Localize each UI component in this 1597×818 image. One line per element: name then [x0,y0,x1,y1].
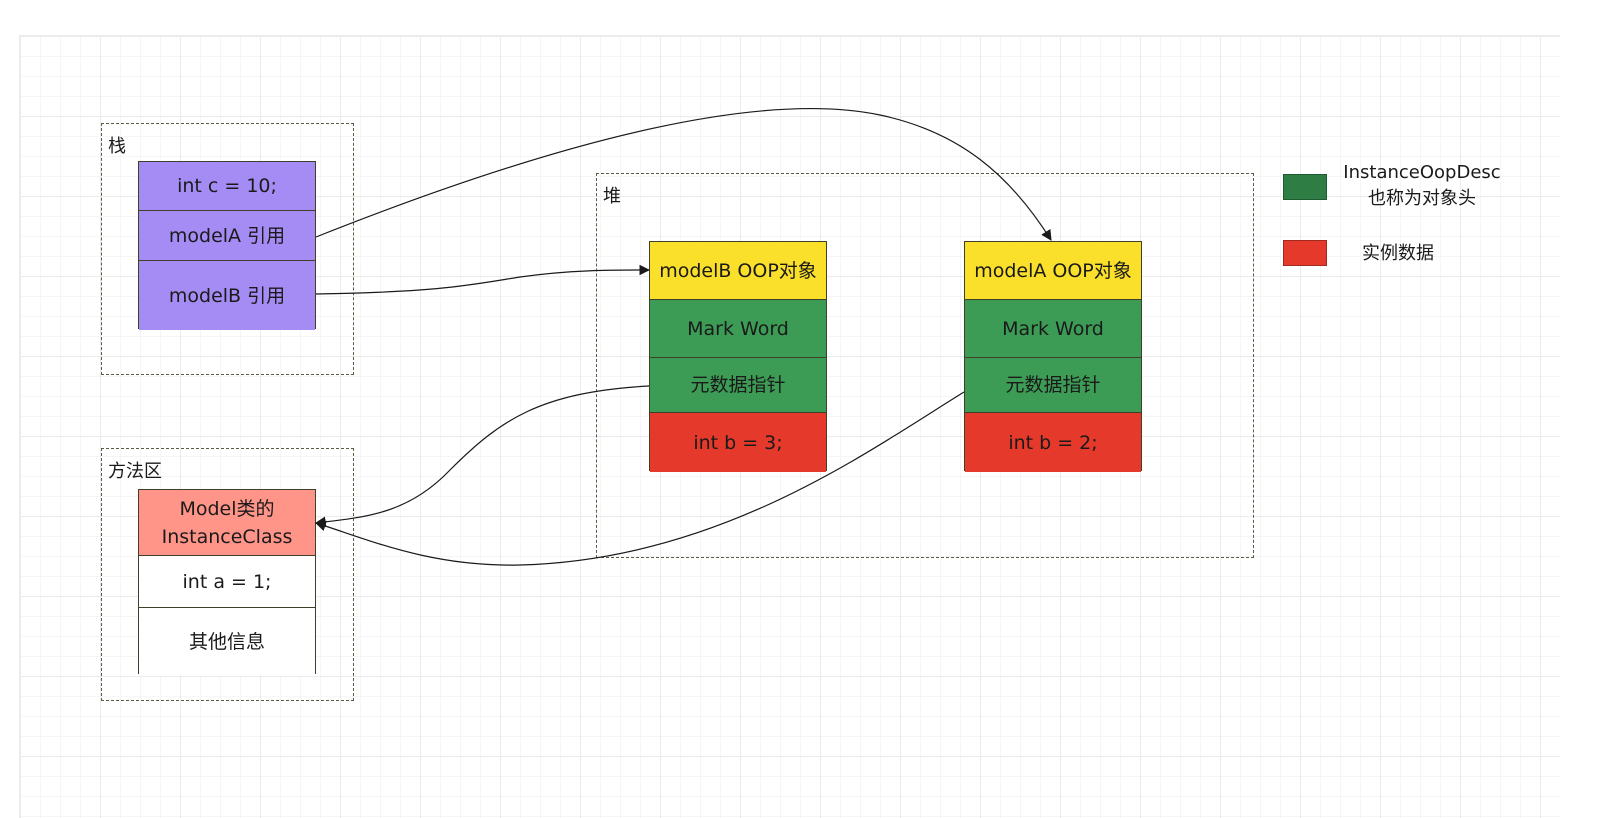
stack-frame: int c = 10; modelA 引用 modelB 引用 [138,161,316,330]
instance-class-header[interactable]: Model类的 InstanceClass [139,490,315,555]
modelA-metadata-pointer[interactable]: 元数据指针 [965,357,1141,412]
heap-region-label: 堆 [603,186,621,207]
modelB-metadata-pointer[interactable]: 元数据指针 [650,357,826,412]
modelA-oop-title[interactable]: modelA OOP对象 [965,242,1141,299]
legend-instance-text: 实例数据 [1362,243,1434,264]
legend-header-text: InstanceOopDesc 也称为对象头 [1332,160,1512,212]
stack-cell-modelB-ref[interactable]: modelB 引用 [139,260,315,330]
modelA-mark-word[interactable]: Mark Word [965,299,1141,357]
modelB-oop-title[interactable]: modelB OOP对象 [650,242,826,299]
legend-header-line2: 也称为对象头 [1368,188,1476,209]
instance-class-line1: Model类的 [179,497,275,520]
modelA-int-b[interactable]: int b = 2; [965,412,1141,472]
stack-cell-int-c[interactable]: int c = 10; [139,162,315,210]
method-area-label: 方法区 [108,461,162,482]
modelB-mark-word[interactable]: Mark Word [650,299,826,357]
method-area-region: 方法区 [101,448,354,701]
instance-class-box: Model类的 InstanceClass int a = 1; 其他信息 [138,489,316,675]
instance-class-line2: InstanceClass [161,525,293,548]
modelA-oop-object: modelA OOP对象 Mark Word 元数据指针 int b = 2; [964,241,1142,472]
method-cell-int-a[interactable]: int a = 1; [139,555,315,607]
legend-header-swatch [1283,174,1327,200]
arrow-modelB-meta-to-instance-class [314,385,650,528]
arrow-modelA-ref-to-modelA-object [315,108,1052,241]
legend-instance-swatch [1283,240,1327,266]
modelB-oop-object: modelB OOP对象 Mark Word 元数据指针 int b = 3; [649,241,827,472]
stack-cell-modelA-ref[interactable]: modelA 引用 [139,210,315,260]
method-cell-other-info[interactable]: 其他信息 [139,607,315,675]
modelB-int-b[interactable]: int b = 3; [650,412,826,472]
arrow-modelB-ref-to-modelB-object [315,264,651,295]
stack-region: 栈 [101,123,354,375]
legend-header-line1: InstanceOopDesc [1343,162,1501,183]
heap-region: 堆 [596,173,1254,558]
stack-region-label: 栈 [108,136,126,157]
arrow-modelA-meta-to-instance-class [314,391,965,566]
